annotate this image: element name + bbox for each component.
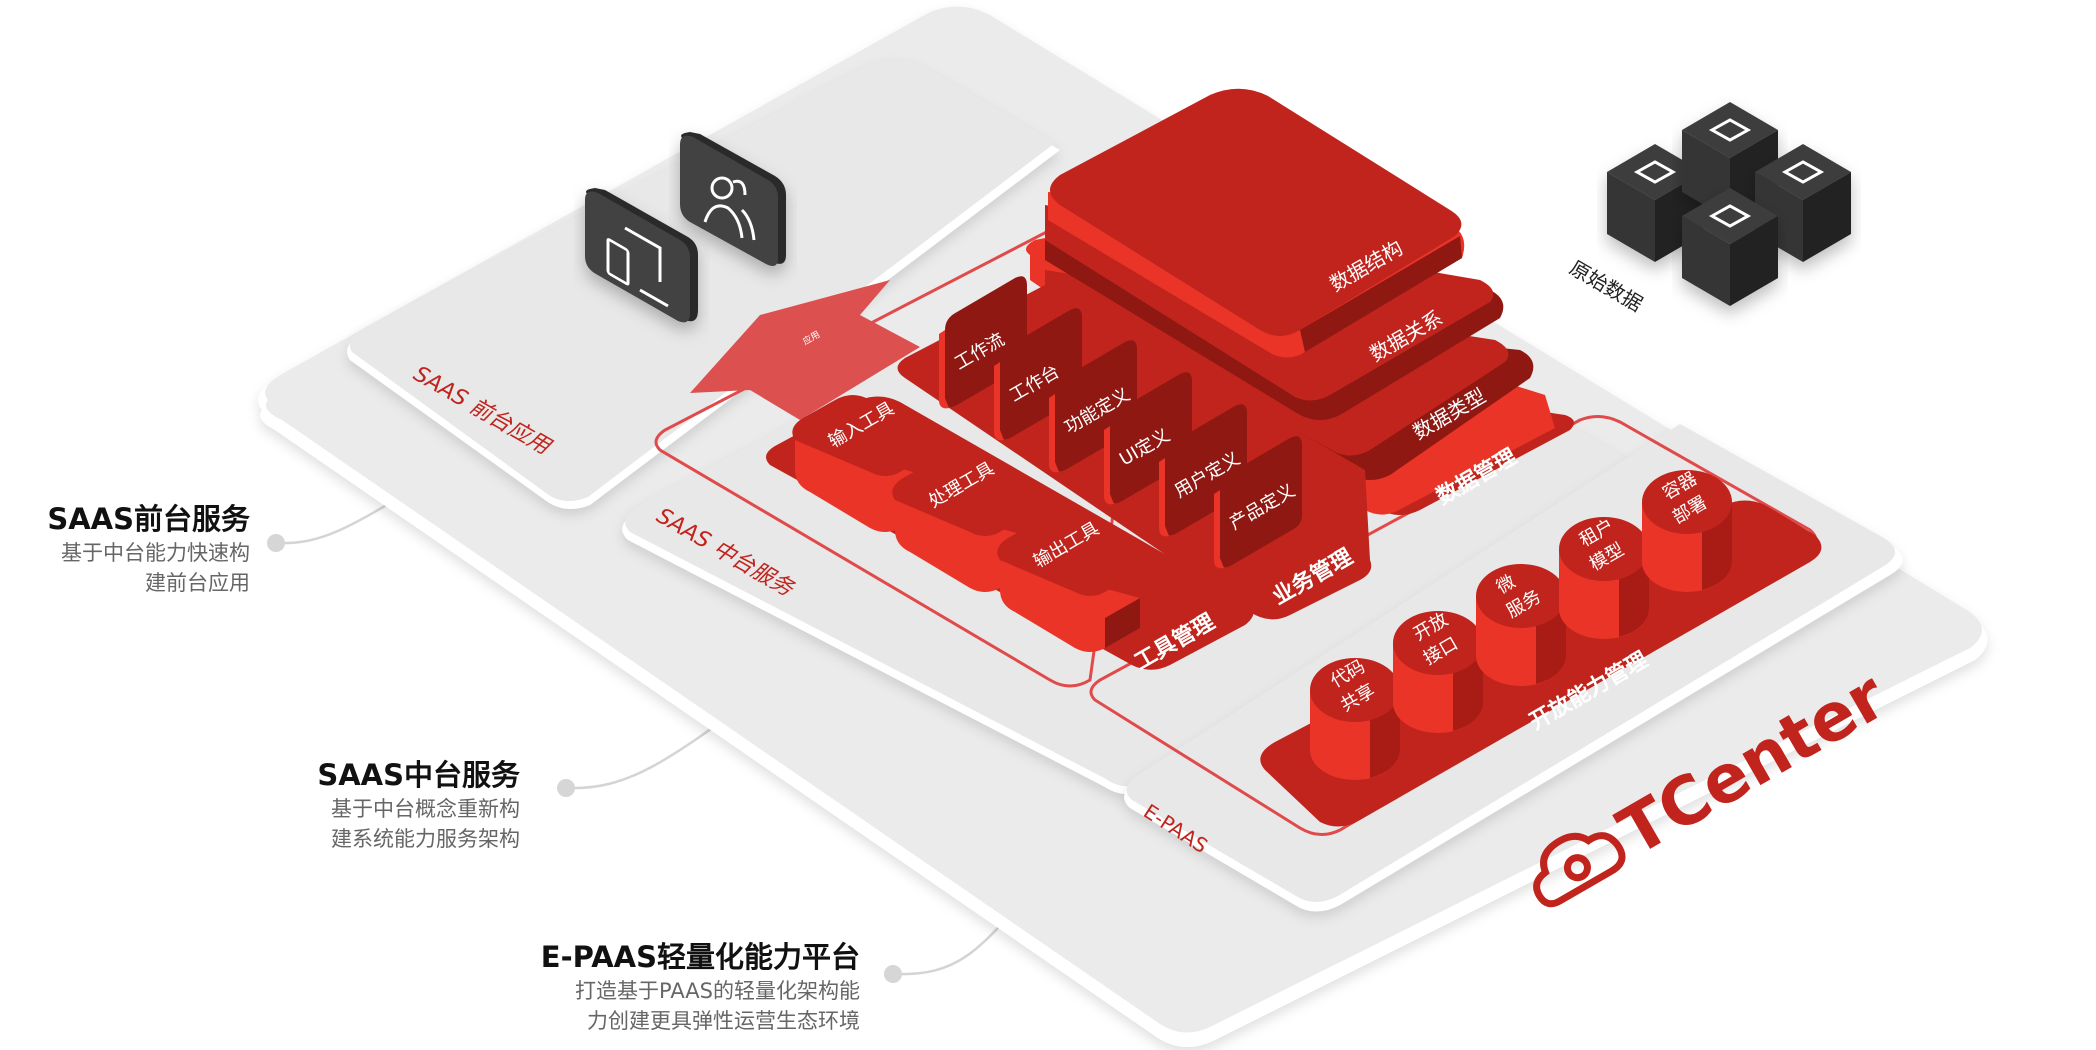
callout-epaas-title: E-PAAS轻量化能力平台 xyxy=(540,940,860,974)
image-icon xyxy=(1708,204,1752,228)
front-icon-users xyxy=(680,132,786,266)
raw-data-label: 原始数据 xyxy=(1566,256,1647,317)
callout-middle-title: SAAS中台服务 xyxy=(317,758,520,792)
front-layer-board xyxy=(347,59,1061,509)
raw-data-cube xyxy=(1682,188,1778,306)
callout-epaas-desc-1: 打造基于PAAS的轻量化架构能 xyxy=(575,979,860,1003)
data-management-block: 数据结构 数据关系 数据类型 数据管理 xyxy=(1026,88,1574,515)
devices-icon xyxy=(606,226,669,308)
layout-icon xyxy=(1781,160,1825,184)
callout-middle: SAAS中台服务 基于中台概念重新构 建系统能力服务架构 xyxy=(260,756,520,854)
tool-block: 输出工具 xyxy=(997,515,1140,652)
callout-epaas: E-PAAS轻量化能力平台 打造基于PAAS的轻量化架构能 力创建更具弹性运营生… xyxy=(480,938,860,1036)
front-icon-devices xyxy=(585,188,698,323)
capability-cylinder: 微服务 xyxy=(1476,564,1566,686)
callout-front-desc-1: 基于中台能力快速构 xyxy=(61,541,250,565)
callout-middle-desc-2: 建系统能力服务架构 xyxy=(331,827,520,851)
callout-epaas-desc-2: 力创建更具弹性运营生态环境 xyxy=(587,1009,860,1033)
callout-front: SAAS前台服务 基于中台能力快速构 建前台应用 xyxy=(20,500,250,598)
callout-front-desc-2: 建前台应用 xyxy=(145,571,250,595)
users-icon xyxy=(703,176,756,241)
arrow-up: 应用 xyxy=(690,280,920,420)
business-card: 产品定义 xyxy=(1214,436,1302,569)
connector-dot-middle xyxy=(557,779,575,797)
text-document-icon xyxy=(1708,118,1752,142)
callout-middle-desc-1: 基于中台概念重新构 xyxy=(331,797,520,821)
raw-data-cubes xyxy=(1607,102,1851,306)
raw-data-cube xyxy=(1755,144,1851,262)
video-icon xyxy=(1633,160,1677,184)
raw-data-cube xyxy=(1682,102,1778,220)
callout-front-title: SAAS前台服务 xyxy=(47,502,250,536)
connector-dot-front xyxy=(267,534,285,552)
cloud-icon xyxy=(1533,832,1626,908)
connector-dot-epaas xyxy=(884,965,902,983)
